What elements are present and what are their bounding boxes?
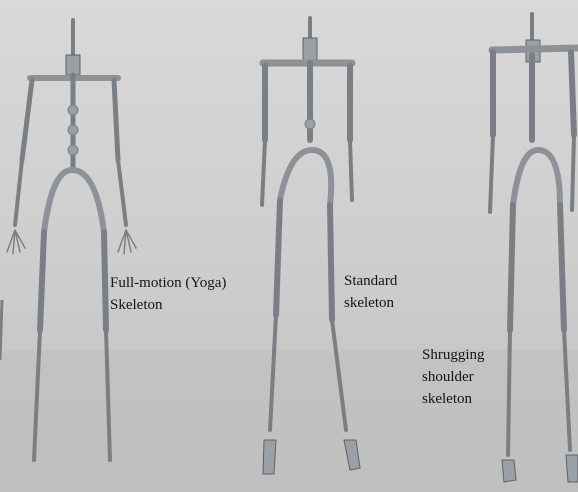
label-standard-line-2: skeleton	[344, 295, 394, 311]
floor-shadow	[0, 350, 578, 492]
skeleton-shrug	[488, 12, 578, 483]
label-shrug-line-2: shoulder	[422, 369, 474, 385]
label-shrug-skeleton: Shrugging shoulder skeleton	[422, 344, 485, 410]
label-shrug-line-1: Shrugging	[422, 347, 485, 363]
label-yoga-skeleton: Full-motion (Yoga) Skeleton	[110, 272, 226, 316]
skeleton-partial-left	[0, 299, 4, 361]
label-standard-skeleton: Standard skeleton	[344, 270, 397, 314]
label-shrug-line-3: skeleton	[422, 391, 472, 407]
label-standard-line-1: Standard	[344, 273, 398, 289]
label-yoga-line-1: Full-motion (Yoga)	[110, 275, 227, 291]
skeleton-yoga	[6, 18, 137, 462]
skeleton-standard	[259, 16, 361, 475]
label-yoga-line-2: Skeleton	[110, 297, 163, 313]
